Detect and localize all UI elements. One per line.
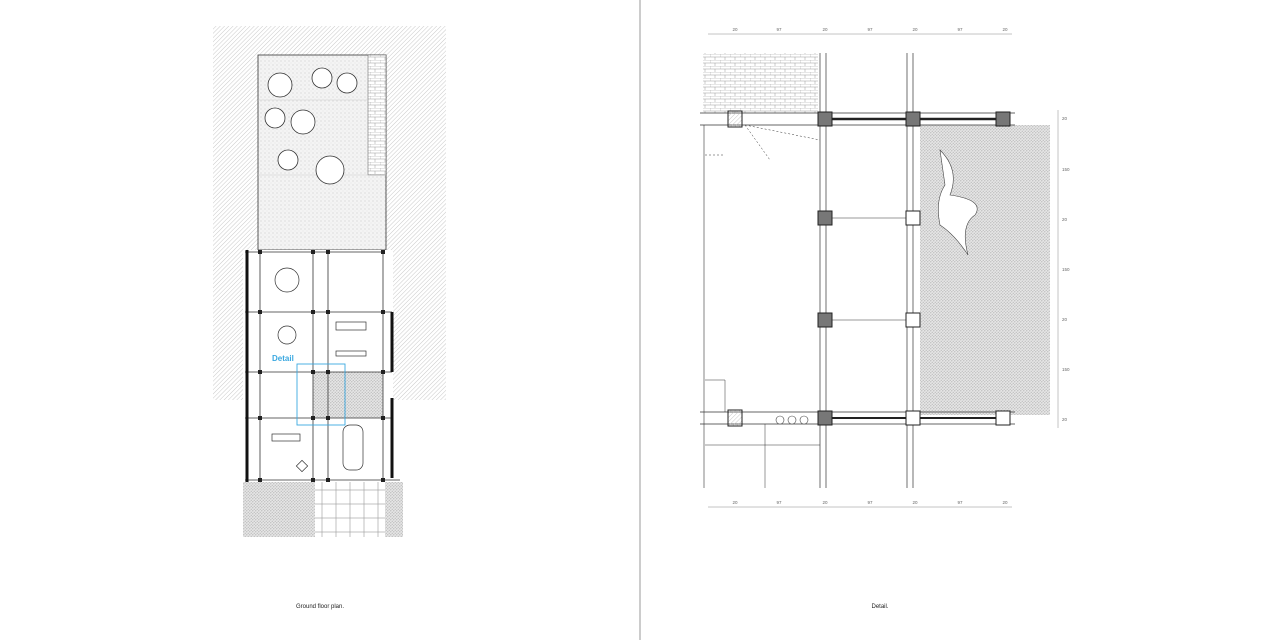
kitchen-counter: [335, 350, 367, 357]
top-dimensions: 20 97 20 97 20 97 20: [732, 27, 1008, 32]
exterior-walls: [245, 250, 394, 482]
tree-icon: [267, 72, 293, 98]
detail-marker-box: [296, 363, 346, 426]
car-icon: [342, 424, 364, 471]
dimension-label: 20: [1062, 417, 1068, 422]
dimension-label: 20: [1062, 317, 1068, 322]
dimension-label: 20: [822, 500, 828, 505]
forecourt-tiles: [315, 482, 385, 537]
house: [243, 250, 393, 482]
dimension-label: 97: [867, 27, 873, 32]
caption: Ground floor plan.: [296, 604, 344, 610]
structural-grid: [245, 251, 400, 481]
table: [271, 433, 301, 442]
dimension-label: 97: [776, 500, 782, 505]
dimension-label: 20: [1062, 217, 1068, 222]
dimension-label: 150: [1062, 267, 1070, 272]
dimension-label: 20: [1002, 500, 1008, 505]
trees: [264, 67, 358, 185]
side-dimensions: 20 150 20 150 20 150 20: [1062, 116, 1070, 422]
tree-icon: [315, 155, 345, 185]
patio: [313, 372, 383, 418]
round-table: [277, 325, 297, 345]
dimension-label: 97: [867, 500, 873, 505]
dimension-label: 97: [957, 27, 963, 32]
dimension-label: 150: [1062, 167, 1070, 172]
dimension-label: 20: [912, 500, 918, 505]
round-table: [274, 267, 300, 293]
caption: Detail.: [871, 604, 888, 610]
planting-bed: [920, 125, 1050, 415]
dimension-label: 97: [776, 27, 782, 32]
tree-icon: [290, 109, 316, 135]
columns: [258, 250, 385, 482]
column-sections: [727, 110, 1011, 427]
dimension-label: 20: [912, 27, 918, 32]
dimension-label: 150: [1062, 367, 1070, 372]
tree-icon: [311, 67, 333, 89]
detail-drawing: 20 97 20 97 20 97 20 20 97 20 97 20 97 2…: [700, 27, 1070, 610]
dimension-label: 97: [957, 500, 963, 505]
tree-icon: [277, 149, 299, 171]
dimension-label: 20: [1002, 27, 1008, 32]
dimension-label: 20: [732, 500, 738, 505]
detail-marker-label: Detail: [272, 354, 294, 363]
tree-icon: [264, 107, 286, 129]
dining-table: [335, 321, 367, 331]
garden-wall: [367, 54, 387, 176]
drains: [775, 415, 809, 425]
plant-icon: [938, 149, 978, 256]
dimension-lines: [708, 33, 1059, 508]
dimension-label: 20: [1062, 116, 1068, 121]
bottom-dimensions: 20 97 20 97 20 97 20: [732, 500, 1008, 505]
brick-wall: [703, 53, 818, 113]
ground-floor-plan: Detail Ground floor plan.: [213, 26, 446, 610]
tree-icon: [336, 72, 358, 94]
dimension-label: 20: [732, 27, 738, 32]
dimension-label: 20: [822, 27, 828, 32]
furniture: [271, 267, 367, 473]
